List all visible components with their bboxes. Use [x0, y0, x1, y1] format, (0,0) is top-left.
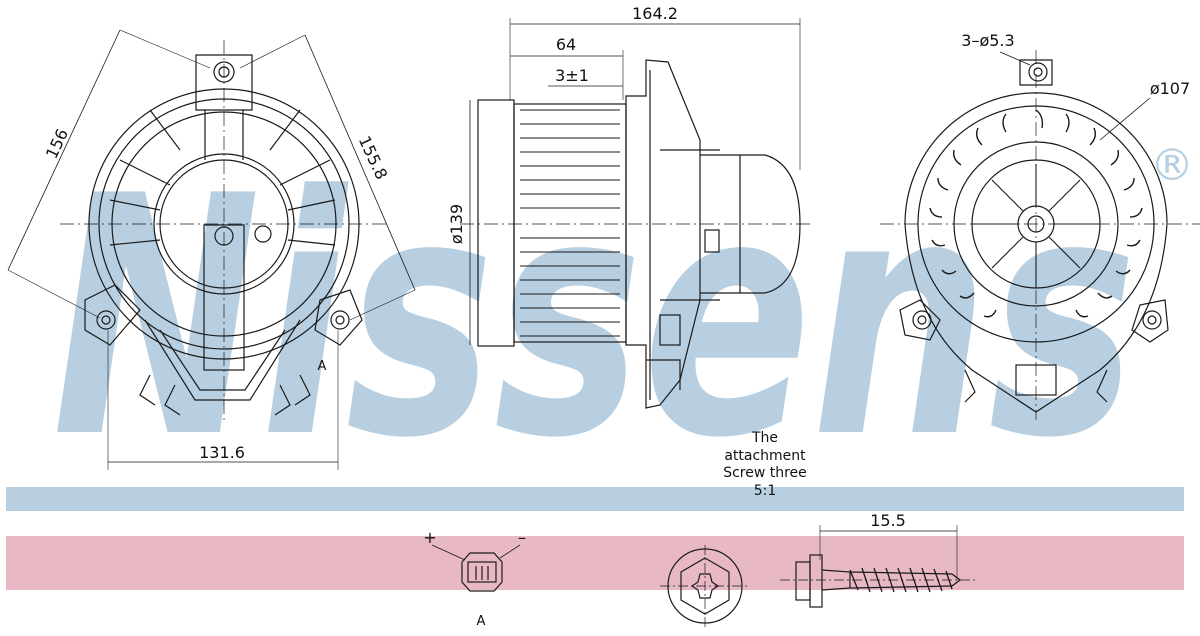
nissens-watermark: Nissens ® [52, 126, 1194, 510]
dim-3-1-label: 3±1 [555, 66, 589, 85]
impeller-spokes [972, 164, 1100, 288]
dim-164-2-label: 164.2 [632, 4, 678, 23]
dim-107-label: ø107 [1150, 79, 1190, 98]
front-view [7, 29, 416, 470]
minus-label: – [518, 528, 526, 547]
side-view [460, 18, 810, 409]
screw-side-labels: 15.5 [870, 511, 906, 530]
attachment-note: The attachment Screw three 5:1 [690, 430, 840, 500]
screw-head-detail [660, 545, 750, 630]
registered-mark: ® [1150, 140, 1194, 191]
rear-view [880, 50, 1200, 420]
divider-band-blue [6, 487, 1184, 511]
attachment-note-line1: The [751, 430, 779, 446]
detail-band-pink [6, 536, 1184, 590]
attachment-note-line3: Screw three [723, 465, 807, 481]
connector-a-label: A [318, 359, 327, 374]
screw-side-detail [780, 525, 975, 608]
dim-64-label: 64 [556, 35, 576, 54]
watermark-text: Nissens [52, 126, 1137, 510]
dim-139-label: ø139 [447, 204, 466, 244]
side-view-labels: 164.2 64 3±1 ø139 [447, 4, 678, 244]
wheel-blades [520, 109, 620, 337]
dim-15-5-label: 15.5 [870, 511, 906, 530]
connector-detail [431, 544, 521, 592]
impeller-blades [929, 109, 1143, 318]
attachment-note-line4: 5:1 [753, 482, 777, 499]
connector-detail-a-label: A [477, 614, 486, 629]
dim-holes-label: 3–ø5.3 [961, 31, 1014, 50]
plus-label: + [423, 528, 436, 547]
attachment-note-line2: attachment [724, 447, 806, 464]
dim-131-6-label: 131.6 [199, 443, 245, 462]
connector-detail-labels: + – A [423, 528, 526, 629]
screw-threads [849, 567, 962, 593]
rear-view-labels: 3–ø5.3 ø107 [961, 31, 1190, 98]
